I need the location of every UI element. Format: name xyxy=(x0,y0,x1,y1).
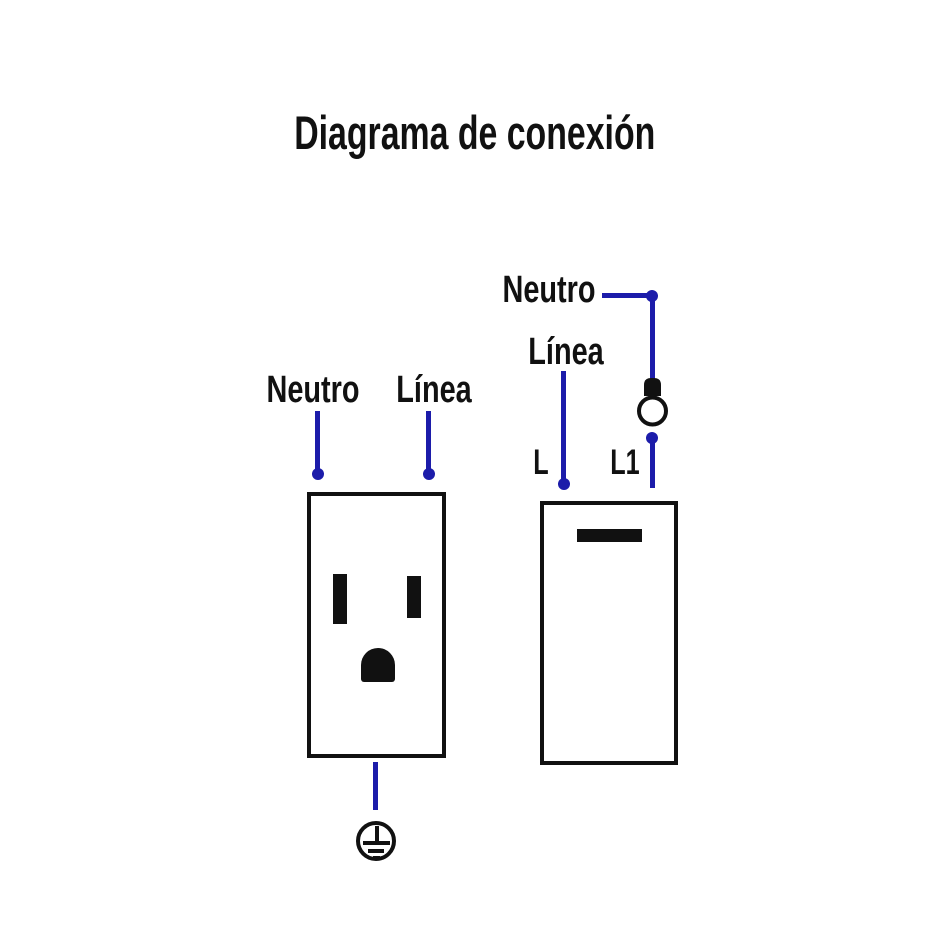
neutral-slot-icon xyxy=(333,574,347,624)
ground-bar-short xyxy=(373,856,380,860)
terminal-l1-label: L1 xyxy=(610,443,640,482)
ground-hole-icon xyxy=(361,648,395,682)
rocker-switch-icon xyxy=(540,501,678,765)
outlet-neutral-wire xyxy=(315,411,320,470)
switch-line-drop-wire xyxy=(561,371,566,479)
page-title: Diagrama de conexión xyxy=(294,106,656,159)
receptacle-outlet-icon xyxy=(307,492,446,758)
ground-bar-long xyxy=(363,841,390,845)
switch-neutral-drop-wire xyxy=(650,301,655,381)
bulb-base xyxy=(644,378,661,396)
ground-bar-medium xyxy=(368,849,384,853)
terminal-l-label: L xyxy=(533,443,549,482)
title-row: Diagrama de conexión xyxy=(0,109,950,156)
bulb-junction-dot xyxy=(646,432,658,444)
outlet-line-wire-dot xyxy=(423,468,435,480)
switch-neutral-corner-dot xyxy=(646,290,658,302)
switch-neutral-wire-horizontal xyxy=(602,293,652,298)
outlet-line-label: Línea xyxy=(396,369,472,411)
rocker-actuator xyxy=(577,529,642,542)
bulb-glass xyxy=(637,395,668,427)
ground-stem xyxy=(375,826,379,842)
switch-neutral-label: Neutro xyxy=(502,269,596,311)
ground-symbol-icon xyxy=(356,821,396,861)
switch-line-label: Línea xyxy=(528,331,604,373)
ground-wire xyxy=(373,762,378,810)
light-bulb-icon xyxy=(637,378,668,427)
line-slot-icon xyxy=(407,576,421,618)
switch-line-wire-dot xyxy=(558,478,570,490)
outlet-neutral-label: Neutro xyxy=(266,369,360,411)
outlet-neutral-wire-dot xyxy=(312,468,324,480)
outlet-line-wire xyxy=(426,411,431,470)
bulb-to-switch-wire xyxy=(650,443,655,488)
